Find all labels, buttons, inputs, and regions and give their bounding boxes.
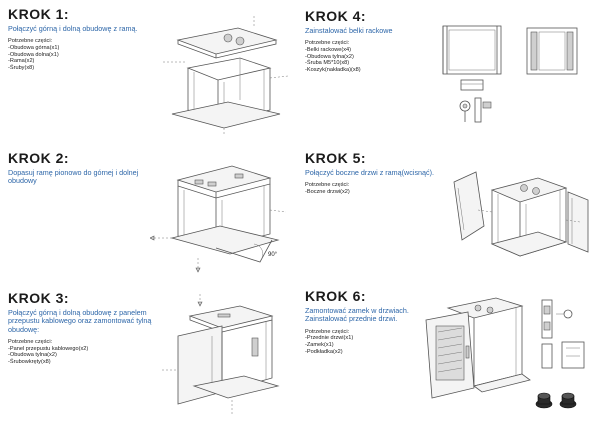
part-item: -Rama(x2): [8, 58, 35, 65]
part-item: -Śrubowkręty(x8): [8, 359, 51, 365]
step-2-description: Dopasuj ramę pionowo do górnej i dolnej …: [8, 168, 139, 186]
step-4: KROK 4: Zainstalować belki rackowe Potrz…: [305, 8, 435, 73]
step-3-parts-list: -Panel przepustu kablowego(x2) -Obudowa …: [8, 346, 174, 366]
part-item: -Belki rackowe(x4): [305, 47, 352, 53]
step-4-rack-rails-illustration: [442, 25, 578, 123]
step-2-frame-fitting-illustration: [150, 165, 287, 273]
angle-label: 90°: [268, 252, 278, 258]
part-item: -Boczne drzwi(x2): [305, 189, 350, 195]
part-item: -Zamek(x1): [305, 342, 334, 348]
step-5-parts-heading: Potrzebne części:: [305, 182, 350, 189]
step-1-title: KROK 1:: [8, 6, 70, 22]
step-5: KROK 5: Połączyć boczne drzwi z ramą(wci…: [305, 150, 455, 196]
step-4-title: KROK 4:: [305, 8, 367, 24]
part-item: -Koszyk(nakładka)(x8): [305, 66, 361, 73]
step-1-description: Połączyć górną i dolną obudowę z ramą.: [8, 24, 138, 33]
step-1-parts-heading: Potrzebne części:: [8, 38, 53, 45]
step-2: KROK 2: Dopasuj ramę pionowo do górnej i…: [8, 150, 168, 186]
step-2-title: KROK 2:: [8, 150, 70, 166]
step-5-title: KROK 5:: [305, 150, 367, 166]
step-4-parts-heading: Potrzebne części:: [305, 40, 350, 47]
step-3-rear-panel-illustration: [162, 294, 280, 416]
part-item: -Obudowa górna(x1): [8, 45, 60, 51]
step-5-parts-list: -Boczne drzwi(x2): [305, 189, 455, 196]
step-6-front-door-lock-illustration: [425, 297, 585, 409]
part-item: -Panel przepustu kablowego(x2): [8, 345, 89, 352]
part-item: -Obudowa dolna(x1): [8, 51, 59, 58]
step-3-description: Połączyć górną i dolną obudowę z panelem…: [8, 308, 152, 334]
step-1: KROK 1: Połączyć górną i dolną obudowę z…: [8, 6, 158, 71]
step-5-side-doors-illustration: [453, 171, 589, 257]
step-3-parts-heading: Potrzebne części:: [8, 339, 53, 346]
step-1-exploded-cabinet-illustration: [163, 16, 289, 134]
step-6-description: Zamontować zamek w drzwiach. Zainstalowa…: [305, 306, 409, 324]
part-item: -Śruba M5*10(x8): [305, 60, 350, 67]
step-6-title: KROK 6:: [305, 288, 367, 304]
step-5-description: Połączyć boczne drzwi z ramą(wcisnąć).: [305, 168, 435, 177]
part-item: -Śruby(x8): [8, 64, 35, 71]
step-4-description: Zainstalować belki rackowe: [305, 26, 393, 35]
step-6: KROK 6: Zamontować zamek w drzwiach. Zai…: [305, 288, 435, 355]
step-4-parts-list: -Belki rackowe(x4) -Obudowa tylna(x2) -Ś…: [305, 47, 435, 73]
part-item: -Podkładka(x2): [305, 348, 343, 355]
part-item: -Przednie drzwi(x1): [305, 335, 354, 342]
part-item: -Obudowa tylna(x2): [8, 352, 57, 359]
step-6-parts-heading: Potrzebne części:: [305, 328, 350, 335]
part-item: -Obudowa tylna(x2): [305, 53, 354, 60]
step-6-parts-list: -Przednie drzwi(x1) -Zamek(x1) -Podkładk…: [305, 335, 435, 355]
step-3-title: KROK 3:: [8, 290, 70, 306]
step-1-parts-list: -Obudowa górna(x1) -Obudowa dolna(x1) -R…: [8, 45, 158, 71]
step-3: KROK 3: Połączyć górną i dolną obudowę z…: [8, 290, 174, 366]
